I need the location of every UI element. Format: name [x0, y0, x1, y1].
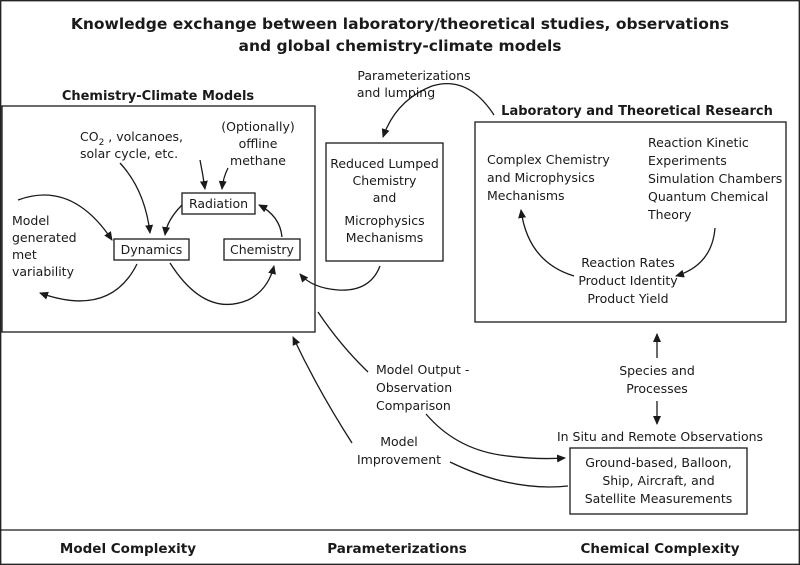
reduced-to-chemistry-arrow — [299, 265, 381, 291]
lab-complex-line-1: Complex Chemistry — [487, 152, 610, 167]
obs-box — [569, 447, 748, 515]
lab-rates-line-1: Reaction Rates — [581, 255, 674, 270]
param-label-line-2: and lumping — [357, 85, 435, 100]
footer-model-complexity: Model Complexity — [60, 541, 196, 557]
lab-kinetic-line-1: Reaction Kinetic — [648, 135, 749, 150]
title-line-2: and global chemistry-climate models — [238, 37, 561, 55]
obs-header: In Situ and Remote Observations — [557, 429, 763, 444]
reduced-line-4: Microphysics — [344, 213, 424, 228]
chemistry-to-radiation-arrow — [258, 204, 283, 238]
lab-kinetic-line-4: Quantum Chemical — [648, 189, 768, 204]
lab-complex-line-2: and Microphysics — [487, 170, 595, 185]
ccm-forcing-line-2: solar cycle, etc. — [80, 146, 178, 161]
ccm-panel — [1, 105, 316, 333]
lab-kinetic-line-2: Experiments — [648, 153, 727, 168]
dynamics-label: Dynamics — [121, 242, 183, 257]
met-variability-line-2: generated — [12, 230, 77, 245]
met-variability-to-dynamics-arrow — [17, 194, 113, 241]
chemistry-box — [223, 238, 301, 261]
ccm-methane-line-2: offline — [239, 136, 278, 151]
ccm-methane-line-1: (Optionally) — [221, 119, 294, 134]
title-line-1: Knowledge exchange between laboratory/th… — [71, 15, 729, 33]
forcing-to-dynamics-arrow — [119, 162, 154, 234]
met-variability-line-3: met — [12, 247, 37, 262]
comparison-line-upper — [317, 311, 369, 373]
chemistry-label: Chemistry — [230, 242, 295, 257]
lab-complex-line-3: Mechanisms — [487, 188, 565, 203]
dynamics-box — [113, 238, 190, 261]
species-line-1: Species and — [619, 363, 695, 378]
ccm-to-obs-arrow — [425, 413, 566, 463]
param-label-line-1: Parameterizations — [357, 68, 470, 83]
lab-kinetic-line-5: Theory — [647, 207, 692, 222]
reduced-chemistry-box — [325, 142, 444, 262]
improvement-line-lower — [449, 461, 569, 488]
reduced-line-1: Reduced Lumped — [330, 156, 439, 171]
met-variability-line-1: Model — [12, 213, 50, 228]
obs-line-3: Satellite Measurements — [585, 491, 733, 506]
met-variability-line-4: variability — [12, 264, 75, 279]
comparison-line-3: Comparison — [376, 398, 451, 413]
comparison-line-1: Model Output - — [376, 362, 469, 377]
lab-rates-line-3: Product Yield — [587, 291, 668, 306]
forcing-to-radiation-arrow — [199, 159, 208, 190]
ccm-methane-line-3: methane — [230, 153, 286, 168]
species-line-2: Processes — [626, 381, 688, 396]
theory-to-rates-arrow — [675, 227, 716, 278]
lab-to-reduced-arrow — [381, 82, 495, 138]
lab-panel — [474, 121, 787, 323]
radiation-label: Radiation — [189, 196, 248, 211]
improvement-line-1: Model — [380, 434, 418, 449]
reduced-line-2: Chemistry — [353, 173, 418, 188]
dynamics-to-met-variability-arrow — [39, 263, 138, 302]
obs-to-ccm-arrow — [292, 336, 353, 444]
reduced-line-3: and — [373, 190, 397, 205]
radiation-to-dynamics-arrow — [162, 204, 183, 236]
ccm-forcing-line-1: CO2 , volcanoes, — [80, 129, 183, 148]
rates-to-complex-arrow — [518, 209, 575, 277]
obs-line-1: Ground-based, Balloon, — [585, 455, 732, 470]
lab-rates-line-2: Product Identity — [578, 273, 678, 288]
ccm-header: Chemistry-Climate Models — [62, 89, 255, 104]
footer-chemical-complexity: Chemical Complexity — [580, 541, 739, 557]
reduced-line-5: Mechanisms — [346, 230, 424, 245]
comparison-line-2: Observation — [376, 380, 452, 395]
obs-line-2: Ship, Aircraft, and — [602, 473, 714, 488]
improvement-line-2: Improvement — [357, 452, 441, 467]
lab-header: Laboratory and Theoretical Research — [501, 104, 773, 119]
radiation-box — [181, 192, 256, 215]
dynamics-to-chemistry-arrow — [169, 262, 276, 306]
lab-kinetic-line-3: Simulation Chambers — [648, 171, 782, 186]
footer-parameterizations: Parameterizations — [327, 541, 467, 557]
methane-to-radiation-arrow — [218, 167, 229, 190]
